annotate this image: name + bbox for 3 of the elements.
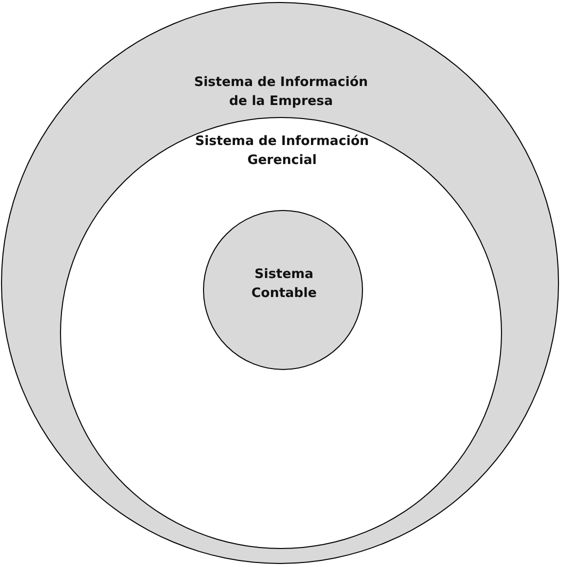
circle-label: Sistema de Información Gerencial (194, 133, 370, 170)
circle-label: Sistema de Información de la Empresa (193, 74, 369, 111)
circle-label: Sistema Contable (250, 266, 318, 303)
